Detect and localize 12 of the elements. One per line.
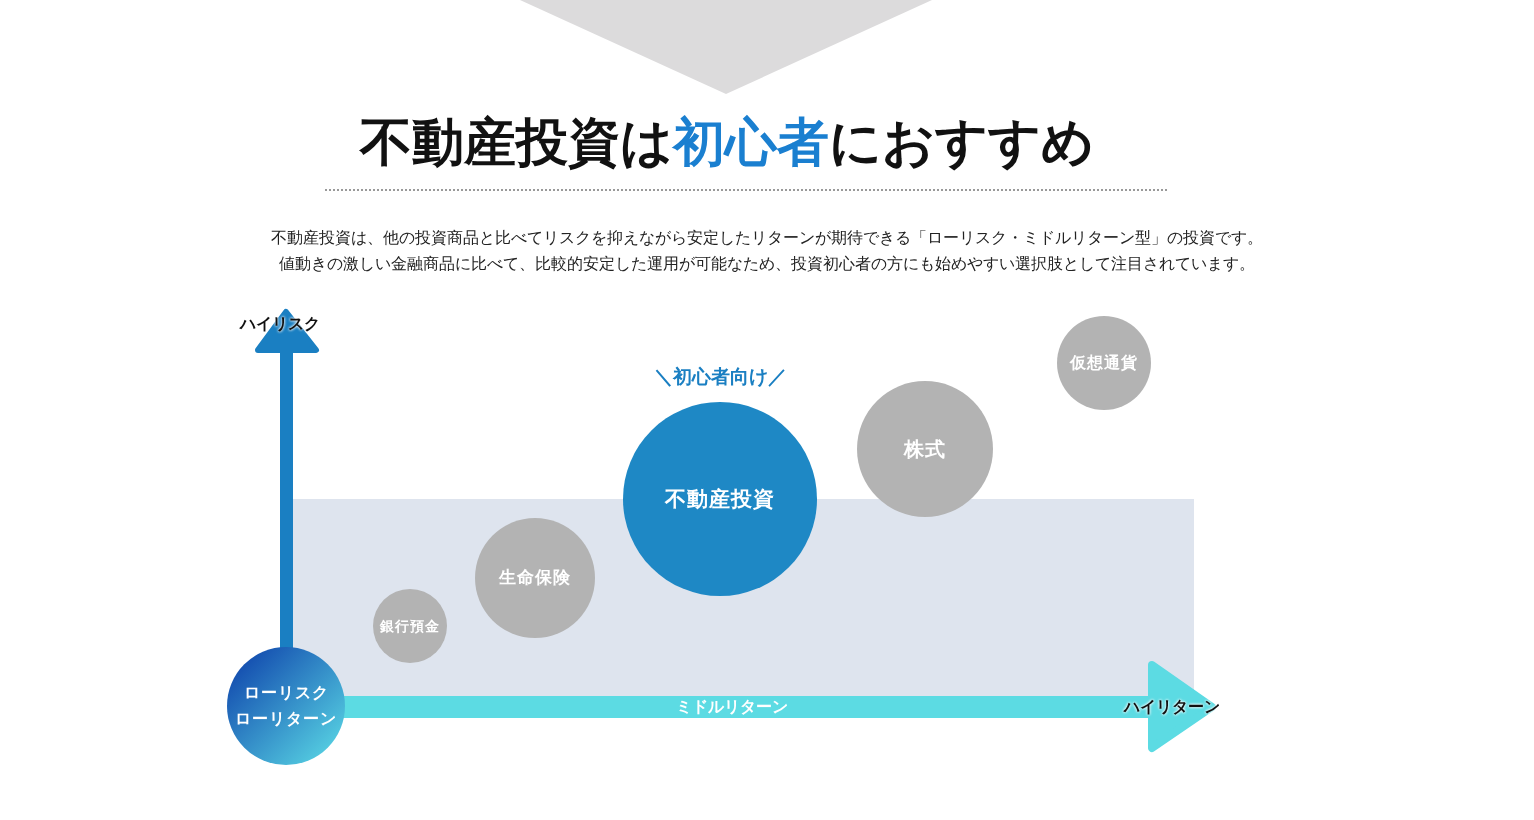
bubble-label: 株式: [904, 436, 946, 463]
badge-caption: ＼初心者向け／: [652, 364, 788, 389]
description-text: 不動産投資は、他の投資商品と比べてリスクを抑えながら安定したリターンが期待できる「ローリスク・ミドルリターン型」の投資です。: [270, 228, 1264, 249]
bubble-label: ローリスク: [243, 682, 329, 705]
title-heading: 不動産投資は初心者におすすめ: [358, 110, 1095, 174]
axis-label: ミドルリターン: [676, 697, 788, 718]
bubble-label: 銀行預金: [380, 616, 440, 636]
description-text: 値動きの激しい金融商品に比べて、比較的安定した運用が可能なため、投資初心者の方にも始めやすい選択肢として注目されています。: [278, 254, 1256, 275]
bubble-label: 不動産投資: [665, 485, 775, 514]
bubble-label: 生命保険: [499, 566, 571, 590]
bubble-label: 仮想通貨: [1070, 352, 1138, 375]
bubble-label: ローリターン: [235, 708, 337, 730]
